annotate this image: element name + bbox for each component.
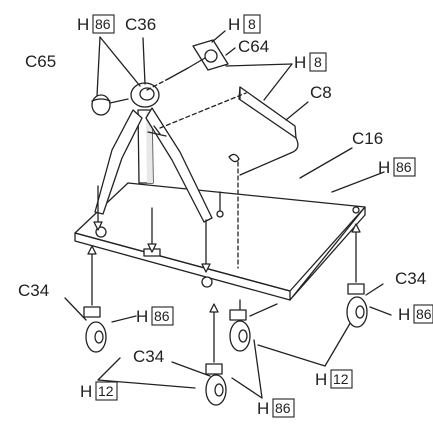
caster-bottom bbox=[205, 303, 227, 406]
label-c34-bottom: C34 bbox=[133, 347, 164, 366]
bracket-part bbox=[167, 39, 229, 80]
svg-text:H: H bbox=[77, 15, 89, 34]
label-h8-middle: H 8 bbox=[294, 52, 327, 72]
svg-text:86: 86 bbox=[416, 306, 432, 322]
base-plate bbox=[74, 182, 366, 301]
label-c34-right: C34 bbox=[395, 269, 426, 288]
arm-part bbox=[228, 86, 299, 176]
svg-text:H: H bbox=[294, 53, 306, 72]
label-h86-plate: H 86 bbox=[378, 157, 416, 177]
svg-text:H: H bbox=[315, 370, 327, 389]
caster-right bbox=[346, 223, 368, 328]
assembly-guide-lines bbox=[93, 78, 247, 273]
label-h8-top: H 8 bbox=[228, 14, 261, 34]
label-h86-bottom: H 86 bbox=[257, 398, 295, 418]
label-c36: C36 bbox=[125, 15, 156, 34]
tripod-stand bbox=[94, 107, 213, 223]
svg-text:86: 86 bbox=[275, 400, 291, 416]
label-h12-left: H 12 bbox=[80, 381, 118, 401]
caster-left bbox=[83, 245, 107, 353]
svg-text:H: H bbox=[136, 307, 148, 326]
svg-text:H: H bbox=[398, 305, 410, 324]
svg-text:H: H bbox=[378, 158, 390, 177]
label-h12-right: H 12 bbox=[315, 369, 353, 389]
svg-text:8: 8 bbox=[314, 54, 322, 70]
svg-text:H: H bbox=[257, 399, 269, 418]
svg-text:86: 86 bbox=[95, 16, 111, 32]
label-c64: C64 bbox=[238, 37, 269, 56]
label-c16: C16 bbox=[352, 129, 383, 148]
label-c65: C65 bbox=[25, 52, 56, 71]
svg-text:12: 12 bbox=[98, 383, 114, 399]
caster-middle bbox=[229, 299, 251, 352]
label-c8: C8 bbox=[310, 83, 332, 102]
svg-text:H: H bbox=[228, 15, 240, 34]
label-h86-right: H 86 bbox=[398, 304, 433, 324]
svg-text:12: 12 bbox=[333, 371, 349, 387]
tripod-head bbox=[130, 82, 160, 108]
svg-text:H: H bbox=[80, 382, 92, 401]
svg-text:86: 86 bbox=[154, 308, 170, 324]
knob-part bbox=[91, 94, 129, 116]
leader-lines bbox=[64, 30, 392, 399]
label-h86-left: H 86 bbox=[136, 306, 174, 326]
svg-text:8: 8 bbox=[248, 16, 256, 32]
svg-text:86: 86 bbox=[396, 159, 412, 175]
label-c34-left: C34 bbox=[18, 281, 49, 300]
label-h86-top-left: H 86 bbox=[77, 14, 115, 34]
